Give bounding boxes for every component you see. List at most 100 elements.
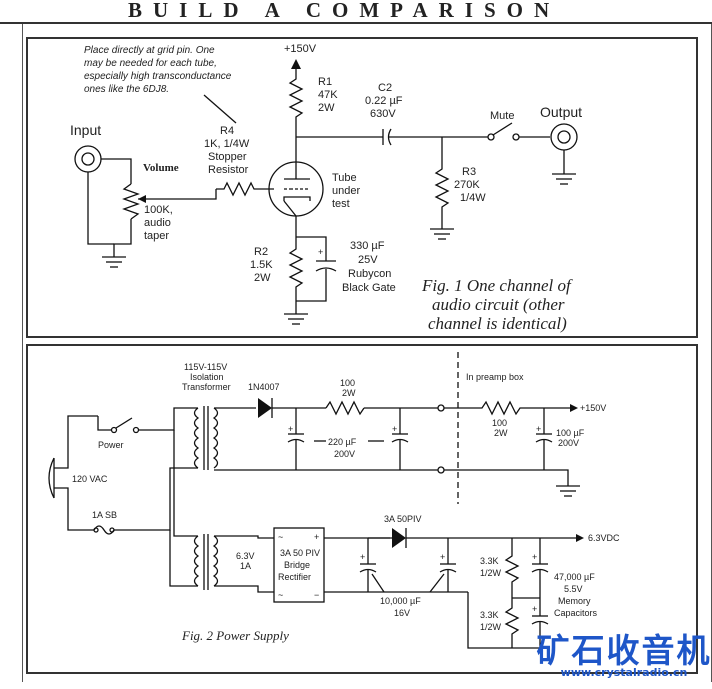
bridge-ac-symbol-2: ~ <box>278 590 283 600</box>
ground-icon <box>430 228 454 240</box>
r1-label: R1 <box>318 76 332 88</box>
r1-rating: 2W <box>318 102 335 114</box>
bridge-label-1: 3A 50 PIV <box>280 548 320 558</box>
input-jack-inner <box>81 152 95 166</box>
r33a-value: 3.3K <box>480 556 499 566</box>
figure-2-schematic: 115V-115V Isolation Transformer 6.3V 1A … <box>48 352 620 649</box>
cathode-cap-value: 330 µF <box>350 240 385 252</box>
bridge-minus-symbol: − <box>314 590 319 600</box>
output-label: Output <box>540 104 582 120</box>
cathode-cap-voltage: 25V <box>358 254 378 266</box>
polarity-plus: + <box>360 552 365 562</box>
mem-cap-label-1: Memory <box>558 596 591 606</box>
bypass-cap-plate <box>315 267 337 272</box>
r2-rating: 2W <box>254 272 271 284</box>
c10000-leader-1 <box>371 573 385 593</box>
r3-resistor-icon <box>434 137 450 229</box>
c220-value: 220 µF <box>328 437 357 447</box>
mute-switch-icon <box>487 133 495 141</box>
watermark-url: www.crystalradio.cn <box>560 666 688 679</box>
r100a-rating: 2W <box>342 388 356 398</box>
c10000a-plate <box>359 568 377 573</box>
bridge-rectifier-icon <box>273 527 325 603</box>
c100-voltage: 200V <box>558 438 579 448</box>
c220b-plate <box>391 438 409 443</box>
bypass-cap-return <box>296 269 327 302</box>
c2-plate-2 <box>387 128 392 146</box>
c10000-leader-2 <box>429 573 445 593</box>
diode-3a-label: 3A 50PIV <box>384 514 422 524</box>
c2-label: C2 <box>378 82 392 94</box>
tube-label-3: test <box>332 198 350 210</box>
transformer-label-2: Isolation <box>190 372 224 382</box>
plug-hot-wire <box>54 415 98 469</box>
mute-switch-contact <box>512 133 520 141</box>
plug-neutral-wire <box>54 487 94 531</box>
volume-pot-icon <box>122 183 140 220</box>
watermark-logo: 矿石收音机 <box>536 631 712 670</box>
r4-label: R4 <box>220 125 234 137</box>
c10000-value: 10,000 µF <box>380 596 421 606</box>
vac-label: 120 VAC <box>72 474 108 484</box>
secondary-voltage: 6.3V <box>236 551 255 561</box>
r3-value: 270K <box>454 179 480 191</box>
bridge-ac-in-2 <box>214 585 274 593</box>
mem-cap-voltage: 5.5V <box>564 584 583 594</box>
c220a-plate <box>287 438 305 443</box>
terminal-icon <box>437 404 445 412</box>
ground-icon <box>552 173 576 185</box>
primary-wire-3 <box>173 430 198 537</box>
preamp-label: In preamp box <box>466 372 524 382</box>
r4-resistor-icon <box>216 181 274 197</box>
bridge-plus-symbol: + <box>314 532 319 542</box>
dc-return-bus <box>467 592 540 649</box>
dc-output-label: 6.3VDC <box>588 533 620 543</box>
volume-label: Volume <box>143 162 179 174</box>
polarity-plus: + <box>288 424 293 434</box>
jack-ground-wire <box>87 172 114 245</box>
polarity-plus: + <box>392 424 397 434</box>
ground-icon <box>102 256 126 268</box>
r4-value: 1K, 1/4W <box>204 138 250 150</box>
r100-resistor-icon <box>325 400 365 416</box>
primary-return-1 <box>114 467 198 531</box>
output-jack-inner <box>557 130 571 144</box>
power-switch-contact <box>132 426 140 434</box>
c2-value: 0.22 µF <box>365 95 403 107</box>
r3-rating: 1/4W <box>460 192 486 204</box>
bridge-ac-in-1 <box>214 535 274 539</box>
bridge-label-3: Rectifier <box>278 572 311 582</box>
cathode-cap-brand: Rubycon <box>348 268 391 280</box>
r1-resistor-icon <box>288 69 304 162</box>
tube-cathode <box>283 196 311 201</box>
pot-ground-wire <box>113 219 132 257</box>
input-label: Input <box>70 122 101 138</box>
ground-icon <box>284 313 308 325</box>
figure-1-panel: Place directly at grid pin. One may be n… <box>26 37 698 338</box>
figure-1-caption-2: audio circuit (other <box>432 295 565 314</box>
page-title: BUILD A COMPARISON <box>128 0 561 22</box>
bridge-ac-symbol: ~ <box>278 532 283 542</box>
fuse-end-1 <box>93 527 99 533</box>
output-jack-icon <box>550 123 578 151</box>
r100b-value: 100 <box>492 418 507 428</box>
power-switch-blade <box>115 417 133 429</box>
fuse-label: 1A SB <box>92 510 117 520</box>
note-leader <box>203 94 237 124</box>
r1-value: 47K <box>318 89 338 101</box>
r100-resistor-icon <box>444 400 570 416</box>
transformer-label-1: 115V-115V <box>184 362 227 372</box>
plug-icon <box>48 457 55 499</box>
c100-plate <box>535 438 553 443</box>
input-wire <box>101 158 132 184</box>
bridge-label-2: Bridge <box>284 560 310 570</box>
isolation-transformer-icon <box>193 406 219 470</box>
c100-value: 100 µF <box>556 428 585 438</box>
diode-1n4007-label: 1N4007 <box>248 382 280 392</box>
r2-value: 1.5K <box>250 259 273 271</box>
input-jack-icon <box>74 145 102 173</box>
supply-arrow-icon <box>576 534 584 542</box>
power-switch-icon <box>110 426 118 434</box>
mem-cap-label-2: Capacitors <box>554 608 598 618</box>
page-header: BUILD A COMPARISON <box>0 0 712 24</box>
